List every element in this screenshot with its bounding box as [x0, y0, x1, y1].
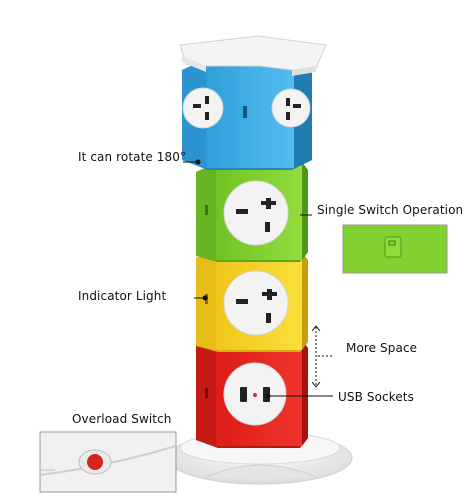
outlet-socket-icon [271, 88, 311, 128]
power-switch-icon [384, 236, 402, 258]
callout-rotate: It can rotate 180° [78, 150, 187, 164]
overload-button-icon [87, 454, 103, 470]
callout-usb-sockets: USB Sockets [338, 390, 414, 404]
outlet-socket-icon [223, 270, 289, 336]
callout-lines [183, 159, 333, 399]
overload-switch-inset [39, 431, 177, 493]
top-cap [179, 35, 327, 76]
yellow-module [196, 250, 308, 352]
callout-overload-switch: Overload Switch [72, 412, 172, 426]
callout-single-switch: Single Switch Operation [317, 203, 464, 217]
blue-module [182, 58, 312, 170]
outlet-socket-icon [223, 180, 289, 246]
callout-indicator-light: Indicator Light [78, 289, 167, 303]
single-switch-inset [342, 224, 448, 274]
green-module [196, 160, 308, 262]
red-module [196, 338, 308, 448]
outlet-socket-icon [182, 87, 224, 129]
usb-port-icon [240, 387, 247, 402]
callout-more-space: More Space [346, 341, 418, 355]
